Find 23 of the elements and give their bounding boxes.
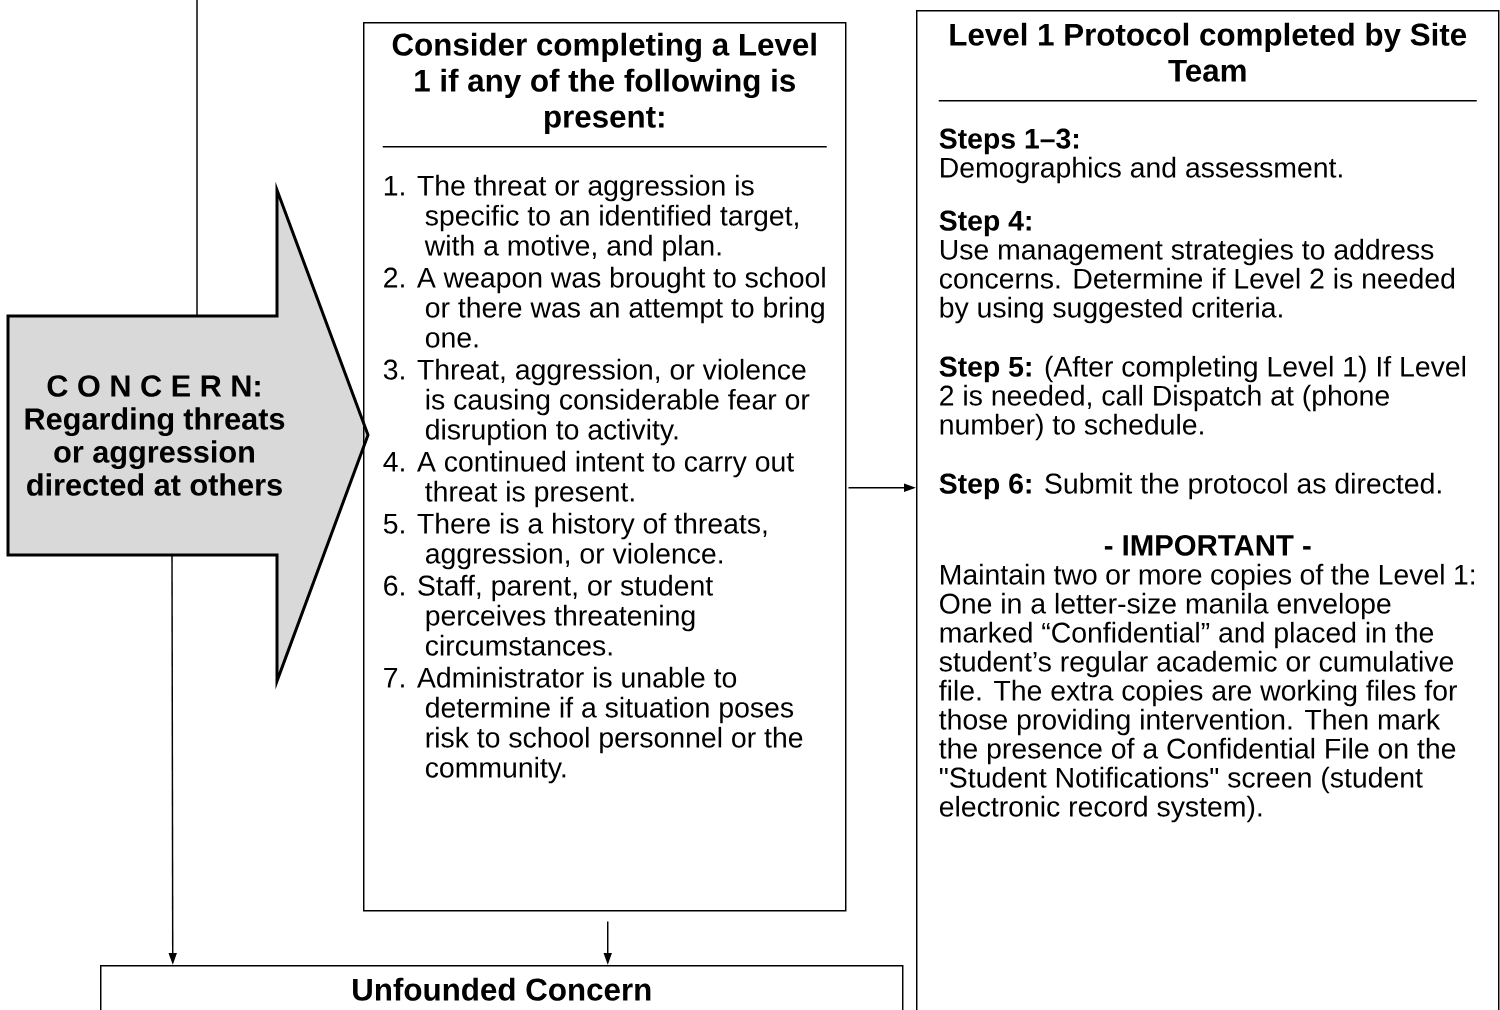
step-heading: Step 4: [939,210,1031,237]
arrow-text: C O N C E R N: [47,375,260,397]
important-heading: - IMPORTANT - [1104,534,1311,556]
step-text: Step 5: (After completing Level 1) If Level 2 is needed, call Dispatch at (phone number) to schedule. [939,355,1466,441]
list-item: 1. The threat or aggression is specific to an identified target, with a motive, and plan. [384,174,798,262]
step-heading: Steps 1–3: [939,128,1079,155]
step-text: Maintain two or more copies of the Level 1: One in a letter-size manila envelope marked “Confidential” and placed in the student’s regular academic or cumulative file. The extra copies are working files for those providing intervention. Then mark the presence of a Confidential File on the "Student Notifications" screen (student electronic record system). [939,563,1474,823]
list-item: 7. Administrator is unable to determine if a situation poses risk to school personnel or the community. [384,666,803,784]
step-text: Step 6: Submit the protocol as directed. [939,472,1441,500]
list-item: 3. Threat, aggression, or violence is causing considerable fear or disruption to activity. [383,358,810,446]
arrow-text: Regarding threats or aggression directed at others [25,407,285,496]
list-item: 6. Staff, parent, or student perceives threatening circumstances. [384,574,713,656]
box-heading: Unfounded Concern [353,977,651,1001]
text-box [916,10,1500,1010]
list-item: 2. A weapon was brought to school or there was an attempt to bring one. [384,266,825,348]
text-box [100,965,904,1010]
text-box [363,22,847,912]
box-heading: Level 1 Protocol completed by Site Team [950,22,1467,82]
box-heading: Consider completing a Level 1 if any of the following is present: [392,32,816,134]
list-item: 4. A continued intent to carry out threat is present. [383,450,794,508]
step-text: Demographics and assessment. [941,156,1342,184]
list-item: 5. There is a history of threats, aggression, or violence. [383,512,767,570]
step-text: Use management strategies to address concerns. Determine if Level 2 is needed by using suggested criteria. [939,238,1455,324]
